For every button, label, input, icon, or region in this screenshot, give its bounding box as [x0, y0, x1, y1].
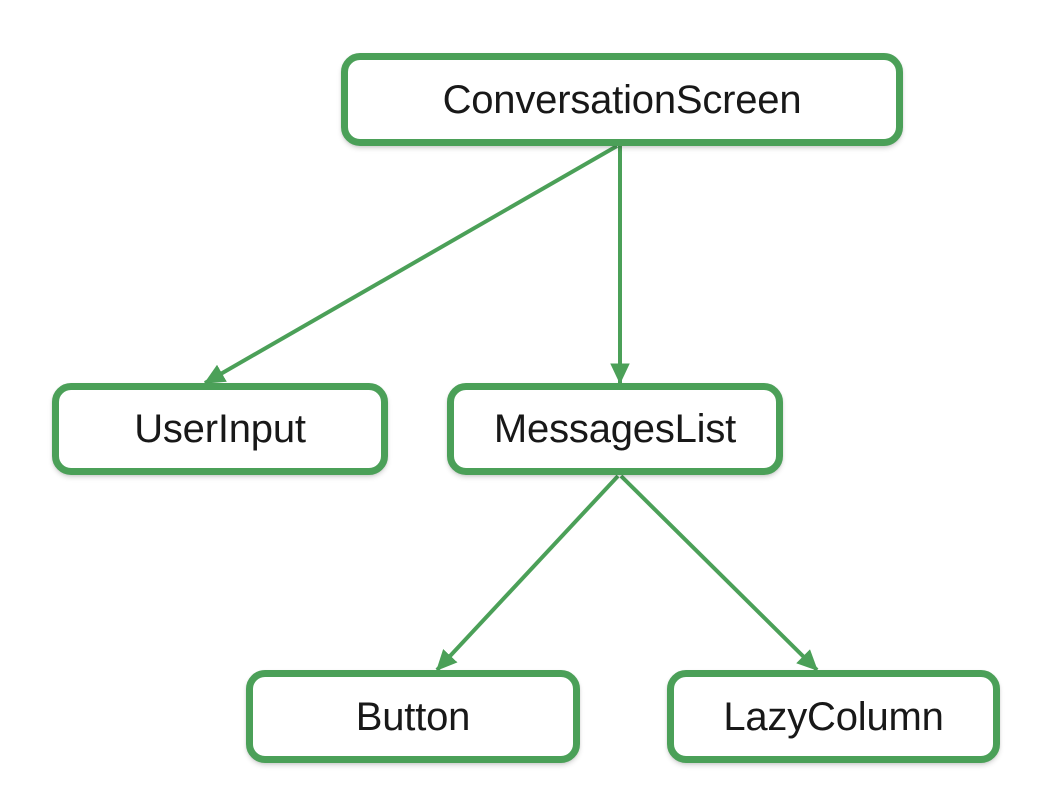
node-conversationscreen[interactable]: ConversationScreen [341, 53, 903, 146]
node-label: ConversationScreen [442, 77, 802, 122]
node-lazycolumn[interactable]: LazyColumn [667, 670, 1000, 763]
node-label: Button [355, 694, 471, 739]
node-userinput[interactable]: UserInput [52, 383, 388, 475]
node-label: LazyColumn [723, 694, 944, 739]
node-messageslist[interactable]: MessagesList [447, 383, 783, 475]
edge-messageslist-button [435, 474, 620, 672]
node-label: UserInput [134, 407, 306, 451]
node-button[interactable]: Button [246, 670, 580, 763]
edge-conversationscreen-userinput [203, 144, 618, 385]
node-label: MessagesList [493, 407, 737, 451]
edge-messageslist-lazycolumn [619, 474, 819, 672]
